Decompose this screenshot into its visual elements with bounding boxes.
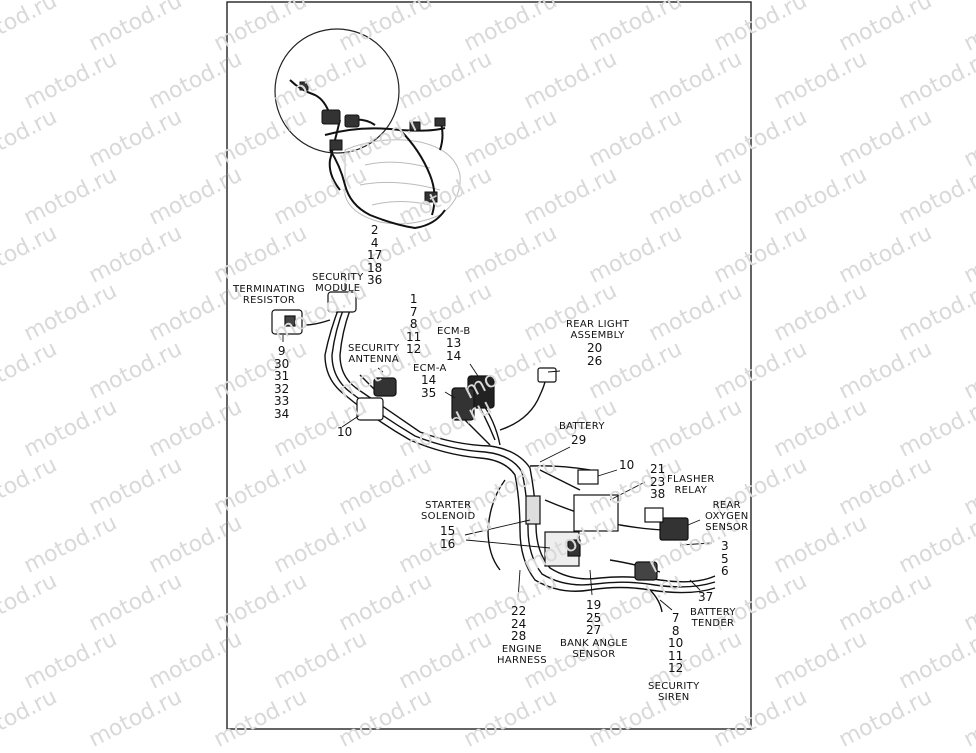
callout-number: 14 bbox=[421, 373, 437, 387]
callout-number: 21 bbox=[650, 462, 666, 476]
callout-number: 15 bbox=[440, 524, 456, 538]
components bbox=[271, 291, 689, 581]
oxygen-sensor-connector bbox=[659, 517, 689, 541]
callout-number: 32 bbox=[274, 381, 290, 396]
callout-number: 11 bbox=[406, 329, 422, 344]
label-battery: BATTERY bbox=[559, 421, 605, 432]
label-engine-harness: ENGINE HARNESS bbox=[497, 644, 547, 666]
callout-tender-item: 37 bbox=[698, 591, 713, 604]
wiring-diagram bbox=[226, 1, 752, 730]
callout-number: 26 bbox=[587, 353, 603, 368]
main-harness-top bbox=[289, 79, 446, 230]
callout-number: 34 bbox=[274, 406, 290, 421]
callout-number: 18 bbox=[367, 260, 383, 275]
callout-number: 10 bbox=[619, 458, 635, 472]
callout-number: 10 bbox=[337, 425, 353, 439]
label-ecm-a: ECM-A bbox=[413, 363, 447, 374]
callout-number: 3 bbox=[721, 539, 729, 553]
label-rear-oxygen-sensor: REAR OXYGEN SENSOR bbox=[705, 500, 749, 533]
callout-number: 23 bbox=[650, 474, 666, 489]
label-security-siren: SECURITY SIREN bbox=[648, 681, 700, 703]
label-bank-angle-sensor: BANK ANGLE SENSOR bbox=[560, 638, 628, 660]
callout-number: 13 bbox=[446, 336, 462, 350]
label-security-module: SECURITY MODULE bbox=[312, 272, 364, 294]
callout-number: 24 bbox=[511, 616, 527, 631]
callout-number: 8 bbox=[409, 317, 418, 331]
callout-number: 27 bbox=[586, 623, 602, 637]
callout-battery-group: 29 bbox=[571, 434, 586, 447]
callout-number: 10 bbox=[668, 636, 684, 650]
leader-lines bbox=[282, 283, 713, 611]
callout-number: 12 bbox=[668, 661, 684, 675]
callout-number: 19 bbox=[586, 598, 602, 612]
callout-number: 6 bbox=[721, 564, 729, 578]
callout-number: 38 bbox=[650, 487, 666, 501]
callout-number: 29 bbox=[571, 433, 587, 447]
diagram-frame bbox=[226, 1, 752, 730]
callout-number: 1 bbox=[409, 292, 418, 306]
callout-number: 16 bbox=[440, 536, 456, 551]
callout-number: 11 bbox=[668, 648, 684, 663]
label-flasher-relay: FLASHER RELAY bbox=[667, 474, 715, 496]
callout-number: 25 bbox=[586, 610, 602, 625]
callout-number: 36 bbox=[367, 273, 383, 287]
callout-number: 37 bbox=[698, 590, 714, 604]
callout-number: 12 bbox=[406, 342, 422, 356]
antenna-connector-shape bbox=[373, 377, 397, 397]
label-security-antenna: SECURITY ANTENNA bbox=[348, 343, 400, 365]
callout-antenna-item: 10 bbox=[337, 426, 352, 439]
callout-number: 35 bbox=[421, 385, 437, 400]
callout-number: 17 bbox=[367, 248, 383, 262]
callout-number: 22 bbox=[511, 604, 527, 618]
detail-circle bbox=[274, 28, 400, 154]
callout-number: 31 bbox=[274, 369, 290, 383]
label-ecm-b: ECM-B bbox=[437, 326, 471, 337]
label-battery-tender: BATTERY TENDER bbox=[690, 607, 736, 629]
callout-number: 28 bbox=[511, 629, 527, 643]
label-starter-solenoid: STARTER SOLENOID bbox=[421, 500, 476, 522]
callout-number: 20 bbox=[587, 341, 603, 355]
label-rear-light-assembly: REAR LIGHT ASSEMBLY bbox=[566, 319, 630, 341]
callout-number: 30 bbox=[274, 356, 290, 371]
callout-number: 9 bbox=[277, 344, 286, 358]
callout-number: 33 bbox=[274, 394, 290, 408]
rear-light-connector bbox=[537, 367, 557, 383]
callout-number: 7 bbox=[409, 304, 418, 319]
callout-number: 8 bbox=[671, 623, 680, 638]
security-module-shape bbox=[327, 291, 357, 313]
flasher-relay-shape bbox=[573, 494, 619, 532]
callout-number: 5 bbox=[721, 551, 729, 566]
callout-number: 14 bbox=[446, 348, 462, 363]
top-harness-connectors bbox=[299, 81, 446, 203]
callout-number: 7 bbox=[671, 611, 680, 625]
label-terminating-resistor: TERMINATING RESISTOR bbox=[233, 284, 306, 306]
callout-relay-item: 10 bbox=[619, 459, 634, 472]
callout-number: 2 bbox=[370, 223, 379, 237]
callout-number: 4 bbox=[370, 235, 379, 250]
ecm-a-connector bbox=[451, 387, 475, 421]
